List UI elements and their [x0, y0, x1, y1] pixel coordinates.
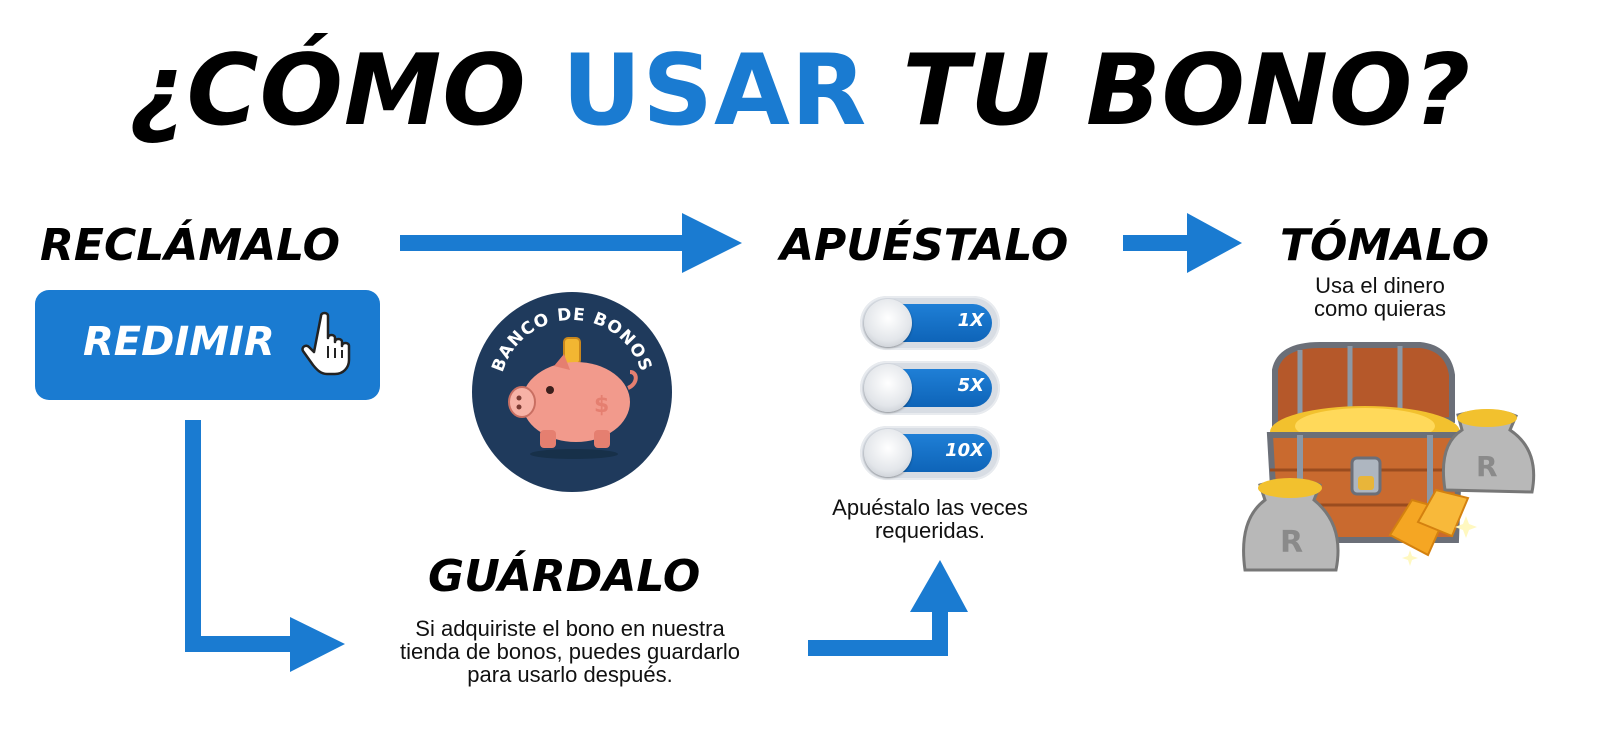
arrow-claim-to-save-horizontal — [185, 636, 290, 652]
page-title: ¿CÓMO USAR TU BONO? — [128, 34, 1472, 148]
hand-pointer-icon — [301, 311, 351, 376]
arrow-save-to-bet-horizontal — [808, 640, 948, 656]
step-title-claim: RECLÁMALO — [40, 220, 341, 271]
take-desc-line-1: Usa el dinero — [1315, 273, 1445, 298]
bet-desc-line-2: requeridas. — [874, 518, 986, 544]
multiplier-toggle-1x[interactable]: 1X — [860, 296, 1000, 350]
arrow-save-to-bet-vertical — [932, 612, 948, 656]
redeem-button[interactable]: REDIMIR — [35, 290, 380, 400]
take-desc-line-2: como quieras — [1313, 296, 1447, 322]
bet-desc-line-1: Apuéstalo las veces — [832, 495, 1028, 520]
svg-text:$: $ — [594, 393, 609, 418]
multiplier-toggle-5x[interactable]: 5X — [860, 361, 1000, 415]
save-desc-line-3: para usarlo después. — [467, 662, 673, 688]
arrow-bet-to-take-head — [1187, 213, 1242, 273]
arrow-bet-to-take — [1123, 235, 1187, 251]
piggy-bank-icon: BANCO DE BONOS $ — [472, 292, 672, 492]
arrow-save-to-bet-head — [910, 560, 968, 612]
arrow-claim-to-bet — [400, 235, 682, 251]
step-title-save: GUÁRDALO — [428, 551, 701, 602]
step-title-bet: APUÉSTALO — [780, 220, 1069, 271]
multiplier-toggle-10x[interactable]: 10X — [860, 426, 1000, 480]
save-desc-line-1: Si adquiriste el bono en nuestra — [415, 616, 725, 641]
save-desc-line-2: tienda de bonos, puedes guardarlo — [399, 639, 741, 665]
arrow-claim-to-save-vertical — [185, 420, 201, 652]
treasure-chest-icon: R R — [1242, 342, 1536, 572]
step-description-take: Usa el dinero como quieras — [1270, 274, 1490, 320]
toggle-knob — [864, 299, 912, 347]
svg-text:R: R — [1476, 450, 1498, 483]
toggle-knob — [864, 429, 912, 477]
redeem-button-label: REDIMIR — [83, 319, 275, 365]
toggle-knob — [864, 364, 912, 412]
toggle-label: 10X — [945, 440, 984, 461]
step-title-take: TÓMALO — [1280, 220, 1490, 271]
toggle-label: 5X — [957, 375, 984, 396]
toggle-label: 1X — [957, 310, 984, 331]
step-description-bet: Apuéstalo las veces requeridas. — [780, 496, 1080, 542]
step-description-save: Si adquiriste el bono en nuestra tienda … — [340, 617, 800, 686]
arrow-claim-to-bet-head — [682, 213, 742, 273]
arrow-claim-to-save-head — [290, 617, 345, 672]
svg-text:R: R — [1280, 525, 1303, 560]
